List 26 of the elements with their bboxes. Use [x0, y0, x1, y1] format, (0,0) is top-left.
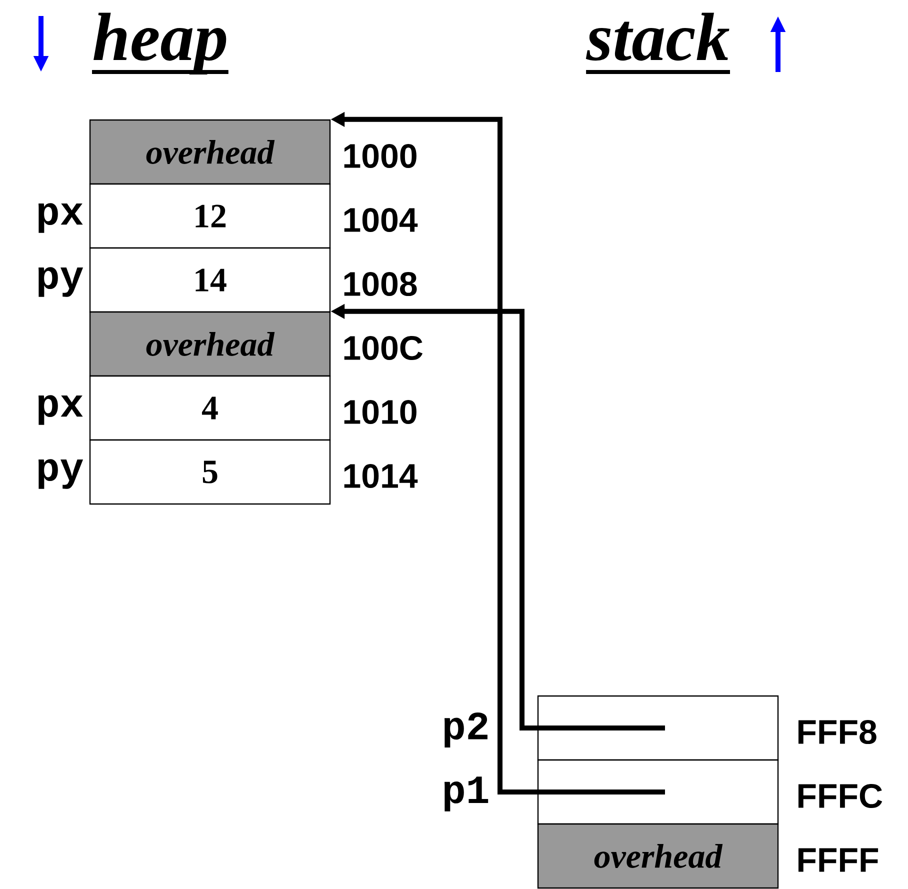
variable-name: py — [38, 459, 84, 489]
address-label: FFF8 — [798, 720, 876, 744]
memory-cell: overhead — [89, 119, 331, 185]
memory-cell: 12 — [89, 183, 331, 249]
address-label: FFFC — [798, 784, 882, 808]
address-label: 100C — [344, 336, 423, 360]
memory-cell: 14 — [89, 247, 331, 313]
address-label: FFFF — [798, 848, 878, 872]
address-label: 1008 — [344, 272, 417, 296]
address-label: 1004 — [344, 208, 418, 232]
heading: stack — [586, 12, 730, 74]
memory-cell — [537, 759, 779, 825]
address-label: 1014 — [344, 464, 418, 488]
memory-cell: overhead — [89, 311, 331, 377]
variable-name: py — [38, 267, 84, 297]
memory-cell: overhead — [537, 823, 779, 889]
memory-cell: 4 — [89, 375, 331, 441]
memory-cell: 5 — [89, 439, 331, 505]
variable-name: p1 — [444, 776, 488, 812]
address-label: 1010 — [344, 400, 416, 424]
variable-name: px — [38, 203, 83, 233]
variable-name: px — [38, 395, 83, 425]
variable-name: p2 — [444, 712, 488, 748]
memory-cell — [537, 695, 779, 761]
address-label: 1000 — [344, 144, 416, 168]
heading: heap — [92, 12, 228, 74]
